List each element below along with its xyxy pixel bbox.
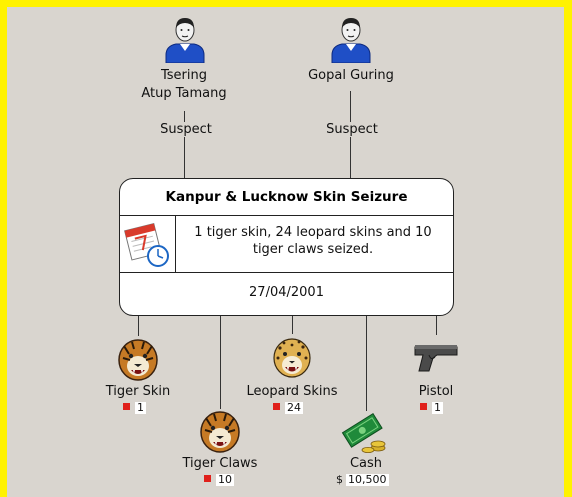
quantity-value: 24 [285, 401, 303, 414]
quantity-badge: 10 [204, 474, 234, 486]
quantity-badge: 24 [273, 402, 303, 414]
connector-line [220, 314, 221, 409]
quantity-badge: 1 [123, 402, 146, 414]
relationship-label: Suspect [152, 122, 220, 137]
person-name: Tsering Atup Tamang [124, 67, 244, 103]
tiger-icon[interactable] [196, 408, 244, 454]
quantity-badge: 1 [420, 402, 443, 414]
quantity-value: 1 [135, 401, 146, 414]
currency-symbol: $ [336, 473, 343, 486]
pistol-icon[interactable] [411, 337, 463, 377]
person-name: Gopal Guring [308, 68, 394, 83]
event-date: 27/04/2001 [249, 285, 324, 300]
person-icon[interactable] [327, 15, 375, 64]
event-title: Kanpur & Lucknow Skin Seizure [165, 189, 408, 205]
person-name-line: Tsering [160, 68, 207, 83]
event-details-row: 1 tiger skin, 24 leopard skins and 10 ti… [120, 215, 453, 273]
item-label: Pistol [418, 384, 454, 399]
quantity-badge: $10,500 [336, 474, 389, 486]
quantity-value: 10 [216, 473, 234, 486]
relationship-label: Suspect [318, 122, 386, 137]
quantity-value: 1 [432, 401, 443, 414]
person-icon[interactable] [161, 15, 209, 64]
connector-line [184, 111, 185, 178]
tiger-icon[interactable] [114, 336, 162, 382]
event-description: 1 tiger skin, 24 leopard skins and 10 ti… [194, 225, 432, 257]
connector-line [366, 314, 367, 411]
calendar-clock-icon [120, 216, 176, 272]
quantity-marker-icon [204, 475, 211, 482]
person-name-line: Atup Tamang [141, 86, 227, 101]
event-card[interactable]: Kanpur & Lucknow Skin Seizure [119, 178, 454, 316]
item-label: Tiger Skin [105, 384, 171, 399]
quantity-marker-icon [273, 403, 280, 410]
link-chart-canvas: Tsering Atup Tamang Suspect Gopal Guring… [7, 7, 564, 497]
quantity-marker-icon [123, 403, 130, 410]
leopard-icon[interactable] [268, 334, 316, 380]
connector-line [138, 314, 139, 336]
connector-line [292, 314, 293, 334]
item-label: Tiger Claws [182, 456, 258, 471]
quantity-marker-icon [420, 403, 427, 410]
connector-line [436, 314, 437, 335]
cash-icon[interactable] [340, 410, 390, 454]
item-label: Leopard Skins [246, 384, 338, 399]
quantity-value: 10,500 [346, 473, 389, 486]
item-label: Cash [349, 456, 383, 471]
